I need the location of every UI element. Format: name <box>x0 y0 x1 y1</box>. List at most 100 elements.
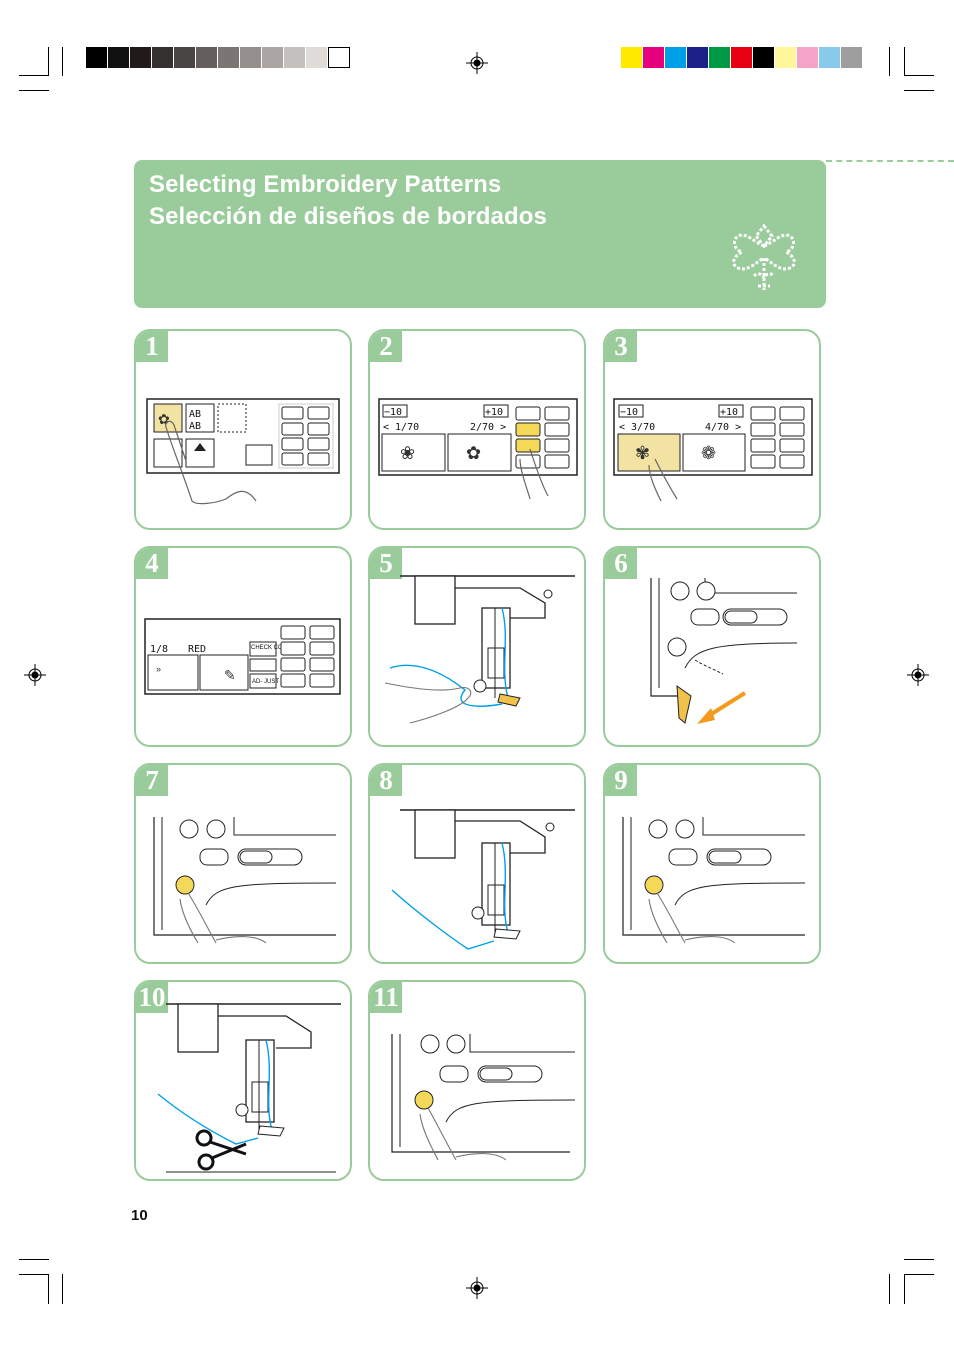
start-stop-button <box>667 637 687 657</box>
crop-mark <box>904 1274 905 1304</box>
right-page-label: 4/70 > <box>705 422 741 433</box>
svg-text:AB: AB <box>189 409 201 420</box>
step-number: 7 <box>136 765 168 796</box>
svg-text:AB: AB <box>189 421 201 432</box>
step-number: 8 <box>370 765 402 796</box>
step-3-illustration: −10 +10 < 3/70 4/70 > ✾ ❁ <box>613 398 813 502</box>
svg-text:✾: ✾ <box>635 443 650 463</box>
right-page-label: 2/70 > <box>470 422 506 433</box>
calibration-bar-grayscale <box>86 47 350 68</box>
start-stop-button <box>414 1090 434 1110</box>
header-dash-line <box>826 160 954 162</box>
crop-mark <box>904 1274 934 1275</box>
step-number: 4 <box>136 548 168 579</box>
plus-ten-label: +10 <box>720 407 738 418</box>
registration-mark-icon <box>24 664 46 686</box>
calibration-swatch <box>218 47 240 68</box>
calibration-swatch <box>262 47 284 68</box>
crop-mark <box>48 47 49 76</box>
embroidery-motif-icon <box>732 223 796 290</box>
start-stop-button <box>175 875 195 895</box>
step-5-panel: 5 <box>368 546 586 747</box>
calibration-swatch <box>841 47 863 68</box>
crop-mark <box>904 75 934 76</box>
title-spanish: Selección de diseños de bordados <box>149 203 547 230</box>
step-6-panel: 6 <box>603 546 821 747</box>
step-number: 10 <box>136 982 168 1013</box>
plus-ten-label: +10 <box>485 407 503 418</box>
crop-mark <box>62 1274 63 1304</box>
calibration-bar-color <box>621 47 863 68</box>
minus-ten-label: −10 <box>384 407 402 418</box>
calibration-swatch <box>240 47 262 68</box>
check-color-label: CHECK COLOR <box>251 645 296 651</box>
calibration-swatch <box>797 47 819 68</box>
step-2-panel: 2 −10 +10 < 1/70 2/70 > ❀ ✿ <box>368 329 586 530</box>
step-number: 6 <box>605 548 637 579</box>
thread-counter: 1/8 <box>150 644 168 655</box>
calibration-swatch <box>731 47 753 68</box>
svg-text:✿: ✿ <box>158 411 170 427</box>
step-4-panel: 4 1/8 RED » ✎ CHECK COLOR AD- JUST <box>134 546 352 747</box>
needle-position-icon <box>670 581 690 601</box>
step-10-illustration <box>157 1003 341 1173</box>
svg-text:❀: ❀ <box>400 443 415 463</box>
step-9-illustration <box>622 817 806 944</box>
crop-mark <box>904 90 934 91</box>
step-5-illustration <box>384 575 575 724</box>
calibration-swatch <box>152 47 174 68</box>
calibration-swatch <box>775 47 797 68</box>
start-stop-button <box>644 875 664 895</box>
calibration-swatch <box>709 47 731 68</box>
step-11-illustration <box>391 1034 576 1161</box>
step-number: 9 <box>605 765 637 796</box>
step-2-illustration: −10 +10 < 1/70 2/70 > ❀ ✿ <box>378 398 578 500</box>
step-7-panel: 7 <box>134 763 352 964</box>
section-header: Selecting Embroidery Patterns Selección … <box>134 160 826 308</box>
step-1-panel: 1 ✿ AB AB <box>134 329 352 530</box>
step-3-panel: 3 −10 +10 < 3/70 4/70 > ✾ ❁ <box>603 329 821 530</box>
calibration-swatch <box>665 47 687 68</box>
reverse-stitch-button <box>690 608 720 626</box>
calibration-swatch <box>819 47 841 68</box>
step-6-illustration <box>650 578 798 724</box>
calibration-swatch <box>621 47 643 68</box>
title-english: Selecting Embroidery Patterns <box>149 171 502 198</box>
calibration-swatch <box>753 47 775 68</box>
step-number: 5 <box>370 548 402 579</box>
calibration-swatch <box>196 47 218 68</box>
crop-mark <box>19 75 49 76</box>
crop-mark <box>889 47 890 76</box>
calibration-swatch <box>108 47 130 68</box>
svg-text:❁: ❁ <box>701 443 716 463</box>
calibration-swatch <box>643 47 665 68</box>
step-10-panel: 10 <box>134 980 352 1181</box>
registration-mark-icon <box>907 664 929 686</box>
crop-mark <box>48 1274 49 1304</box>
step-9-panel: 9 <box>603 763 821 964</box>
crop-mark <box>904 1259 934 1260</box>
step-11-panel: 11 <box>368 980 586 1181</box>
step-7-illustration <box>153 817 337 944</box>
registration-mark-icon <box>466 52 488 74</box>
svg-text:✿: ✿ <box>466 443 481 463</box>
thread-cutter-icon <box>696 581 716 601</box>
calibration-swatch <box>284 47 306 68</box>
calibration-swatch <box>86 47 108 68</box>
step-1-illustration: ✿ AB AB <box>146 398 340 505</box>
step-number: 2 <box>370 331 402 362</box>
adjust-label: AD- JUST <box>252 679 279 685</box>
step-8-panel: 8 <box>368 763 586 964</box>
step-8-illustration <box>391 809 575 950</box>
thread-color-name: RED <box>188 644 206 655</box>
svg-text:»: » <box>156 664 161 674</box>
crop-mark <box>62 47 63 76</box>
step-number: 11 <box>370 982 402 1013</box>
left-page-label: < 3/70 <box>619 422 655 433</box>
left-page-label: < 1/70 <box>383 422 419 433</box>
minus-ten-label: −10 <box>620 407 638 418</box>
step-number: 1 <box>136 331 168 362</box>
registration-mark-icon <box>466 1277 488 1299</box>
calibration-swatch <box>130 47 152 68</box>
calibration-swatch <box>687 47 709 68</box>
